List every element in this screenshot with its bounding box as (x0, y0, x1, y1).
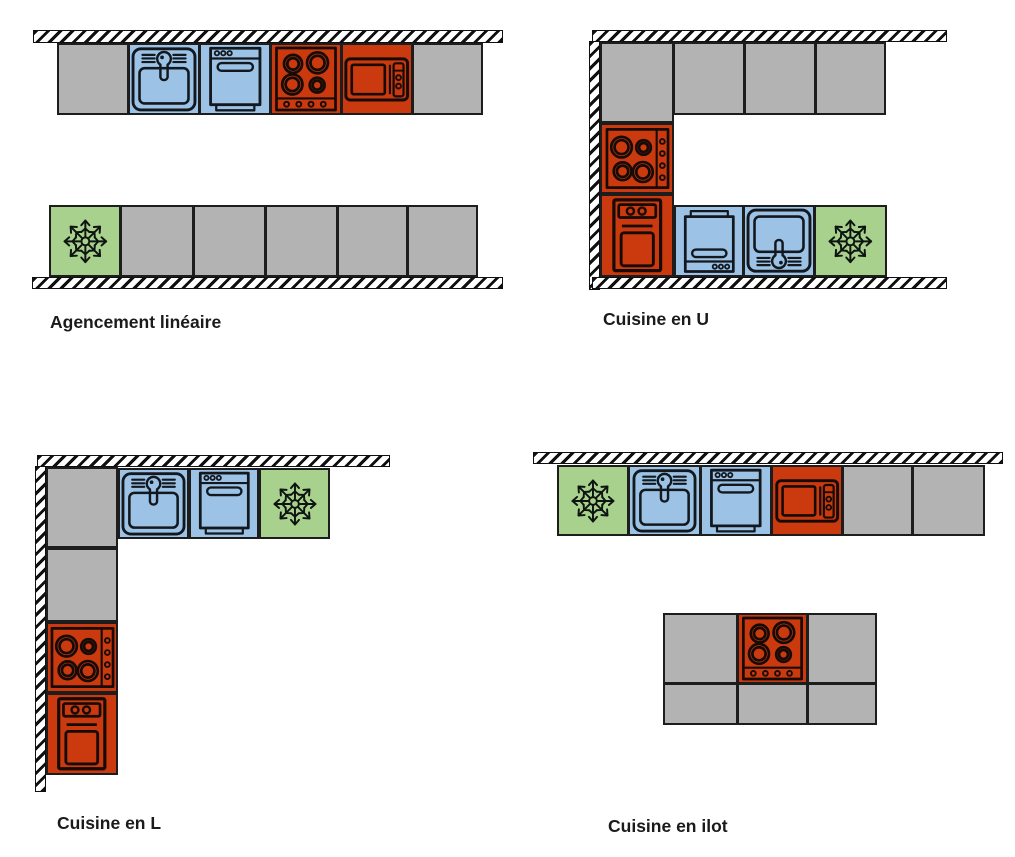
microwave-icon (775, 479, 839, 523)
counter-cell (600, 42, 674, 123)
dishwasher-icon (683, 209, 735, 273)
dishwasher-cell (189, 468, 259, 539)
cooktop-icon (50, 627, 114, 688)
wall-hatched (533, 452, 1003, 464)
counter-cell (663, 613, 738, 684)
cooktop-cell (46, 622, 118, 693)
sink-icon (632, 469, 697, 533)
sink-cell (118, 468, 189, 539)
cooktop-icon (275, 46, 337, 112)
cooktop-cell (737, 613, 808, 684)
fridge-cell (259, 468, 330, 539)
wall-hatched (592, 30, 947, 42)
microwave-icon (344, 57, 410, 102)
dishwasher-cell (199, 43, 271, 115)
sink-icon (131, 47, 197, 112)
counter-cell (120, 205, 194, 277)
counter-cell (815, 42, 886, 115)
counter-cell (807, 613, 877, 684)
dishwasher-icon (198, 471, 250, 535)
counter-cell (46, 548, 118, 622)
snowflake-icon (828, 219, 873, 263)
wall-hatched (35, 466, 46, 792)
microwave-cell (341, 43, 413, 115)
counter-cell (673, 42, 745, 115)
sink-cell (628, 465, 701, 536)
counter-cell (737, 683, 808, 725)
oven-cell (46, 693, 118, 775)
counter-cell (46, 467, 118, 548)
counter-cell (842, 465, 913, 536)
dishwasher-icon (208, 46, 262, 112)
wall-hatched (32, 277, 503, 289)
wall-hatched (37, 455, 390, 467)
layout-label-u: Cuisine en U (603, 309, 709, 329)
layout-label-lineaire: Agencement linéaire (50, 312, 222, 332)
counter-cell (412, 43, 483, 115)
snowflake-icon (273, 482, 316, 525)
sink-icon (746, 208, 812, 273)
wall-hatched (592, 277, 947, 289)
cooktop-cell (270, 43, 342, 115)
layout-label-l: Cuisine en L (57, 813, 162, 833)
counter-cell (912, 465, 985, 536)
dishwasher-icon (710, 468, 762, 533)
snowflake-icon (63, 219, 107, 263)
microwave-cell (771, 465, 843, 536)
sink-cell (743, 205, 815, 277)
sink-cell (128, 43, 200, 115)
counter-cell (193, 205, 266, 277)
snowflake-icon (571, 479, 615, 522)
fridge-cell (557, 465, 629, 536)
cooktop-icon (742, 616, 803, 681)
cooktop-cell (600, 123, 674, 194)
fridge-cell (49, 205, 121, 277)
oven-icon (57, 697, 107, 771)
cooktop-icon (605, 128, 669, 189)
counter-cell (744, 42, 816, 115)
oven-icon (612, 198, 662, 273)
fridge-cell (814, 205, 887, 277)
counter-cell (337, 205, 408, 277)
counter-cell (807, 683, 877, 725)
wall-hatched (33, 30, 503, 43)
oven-cell (600, 194, 674, 277)
counter-cell (265, 205, 338, 277)
counter-cell (57, 43, 129, 115)
wall-hatched (589, 41, 600, 290)
layout-label-ilot: Cuisine en ilot (608, 816, 728, 836)
counter-cell (407, 205, 478, 277)
dishwasher-cell (700, 465, 772, 536)
sink-icon (121, 472, 186, 536)
dishwasher-cell (674, 205, 744, 277)
counter-cell (663, 683, 738, 725)
